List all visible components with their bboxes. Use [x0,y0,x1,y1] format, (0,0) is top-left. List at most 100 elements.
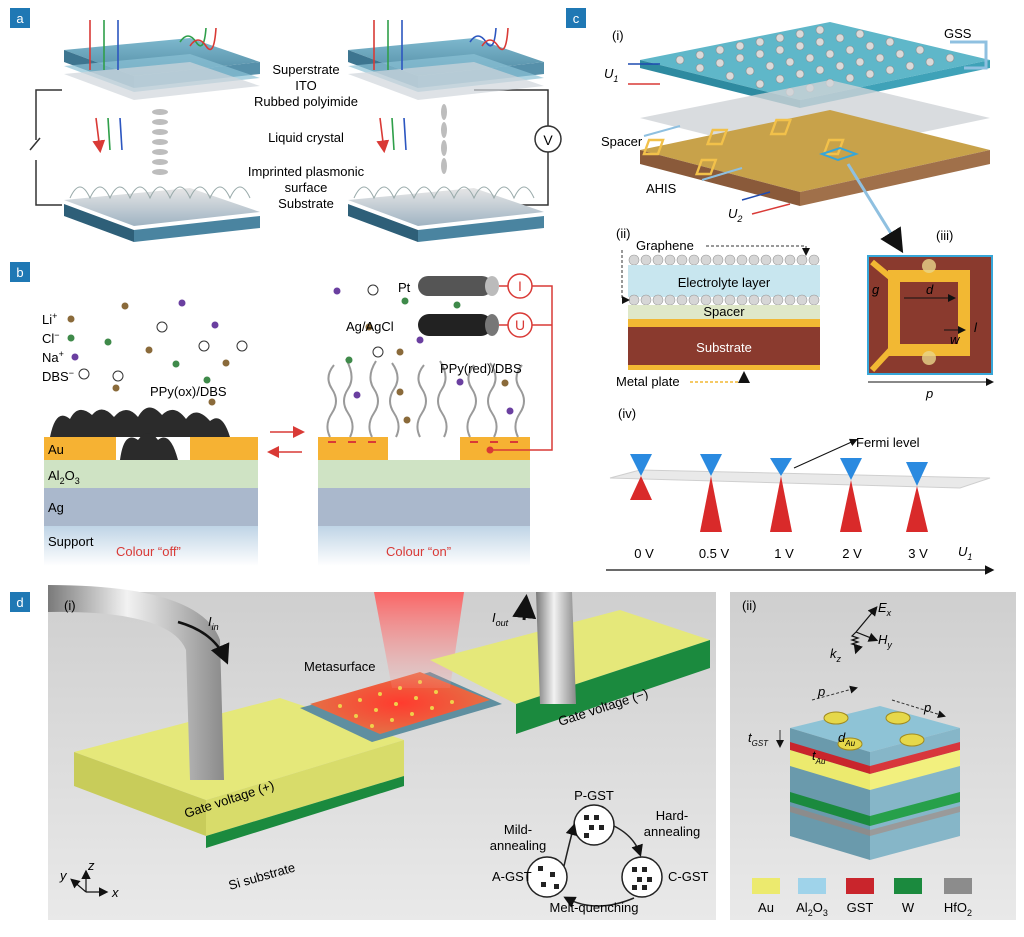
spacer-inner-label: Spacer [703,304,745,319]
probe-in [48,585,224,780]
dim-p1-label: p [817,684,825,699]
panel-a-tag: a [16,11,24,26]
legend-swatch-au [752,878,780,894]
subpanel-c-iii: (iii) [936,228,953,243]
spacer-pointer [643,125,681,137]
substrate-inner-label: Substrate [696,340,752,355]
label-superstrate: Superstrate [272,62,339,77]
legend-label-al2o3: Al2O3 [796,900,828,918]
field-vectors [850,606,879,655]
dim-tau-label: tAu [812,748,826,766]
axis-x-label: x [111,885,119,900]
colour-off-label: Colour “off” [116,544,181,559]
label-liquid-crystal: Liquid crystal [268,130,344,145]
panel-b-tag-box [10,262,30,282]
panel-d: d [10,585,1016,920]
dim-p2-label: p [923,700,931,715]
panel-b: b [10,262,553,566]
melt-quenching-label: Melt-quenching [550,900,639,915]
u2-wire-red [751,203,791,215]
cross-section-ii [621,245,820,383]
layer-ag-label: Ag [48,500,64,515]
layer-support-left [44,526,258,566]
zoom-arrow [846,163,904,254]
xyz-axes [70,869,109,897]
layer-al2o3-right [318,460,530,488]
axis-u1-label: U1 [958,544,972,562]
unit-cell-iii [867,255,994,386]
voltage-label-4: 3 V [908,546,928,561]
spacer-label: Spacer [601,134,643,149]
circuit-wire-left [35,89,62,206]
subpanel-c-ii: (ii) [616,226,630,241]
electrolyte-label: Electrolyte layer [678,275,771,290]
layer-ag-right [318,488,530,526]
subpanel-d-ii: (ii) [742,598,756,613]
legend-swatch-hfo2 [944,878,972,894]
dim-l-label: l [974,320,978,335]
panel-b-tag: b [16,265,23,280]
legend-label-au: Au [758,900,774,915]
dim-tgst-label: tGST [748,730,769,748]
axis-z-label: z [87,858,95,873]
voltmeter-icon [534,125,562,153]
legend-swatch-al2o3 [798,878,826,894]
panel-a: a V [10,8,562,242]
panel-c-tag-box [566,8,586,28]
ammeter-label: I [518,278,522,294]
gate-plus-pad [74,698,404,800]
layer-al2o3-left [44,460,258,488]
label-substrate: Substrate [278,196,334,211]
p-gst-label: P-GST [574,788,614,803]
u2-label: U2 [728,206,742,224]
ppy-ox-label: PPy(ox)/DBS [150,384,227,399]
lc-cell-right [348,20,544,242]
material-legend: Au Al2O3 GST W HfO2 [752,878,972,918]
mild-annealing-2: annealing [490,838,546,853]
colour-on-label: Colour “on” [386,544,451,559]
panel-d-tag-box [10,592,30,612]
u2-wire-blue [741,191,771,201]
voltage-label-1: 0.5 V [699,546,730,561]
circuit-wire-right [474,89,549,206]
dim-g-label: g [872,282,880,297]
probe-out [536,592,576,704]
dim-dau-label: dAu [838,730,856,748]
hard-annealing-1: Hard- [656,808,689,823]
switch [29,137,41,151]
field-h-label: Hy [878,632,892,650]
subpanel-c-i: (i) [612,28,624,43]
a-gst-label: A-GST [492,869,532,884]
voltage-label-2: 1 V [774,546,794,561]
c-gst-label: C-GST [668,869,709,884]
fermi-label: Fermi level [856,435,920,450]
voltage-label-3: 2 V [842,546,862,561]
electrode-pt [418,276,499,296]
a-gst-icon [526,856,568,898]
voltage-label-0: 0 V [634,546,654,561]
ahis-label: AHIS [646,181,677,196]
ppy-red-chains [326,358,525,438]
field-e-label: Ex [878,600,892,618]
legend-swatch-w [894,878,922,894]
ahis-pointer [701,167,743,181]
dim-w-label: w [950,332,961,347]
pt-label: Pt [398,280,411,295]
hard-annealing-2: annealing [644,824,700,839]
current-out-arrow [512,594,537,621]
ammeter-icon [507,273,533,299]
panel-a-tag-box [10,8,30,28]
agagcl-label: Ag/AgCl [346,319,394,334]
subpanel-c-iv: (iv) [618,406,636,421]
subpanel-d-i: (i) [64,598,76,613]
metasurface-dots [338,680,454,728]
ppy-ox-film [50,407,230,460]
ion-li-label: Li+ [42,311,57,327]
lc-cell-left [64,20,260,242]
gss-label: GSS [944,26,972,41]
layer-support-label: Support [48,534,94,549]
graphene-label: Graphene [636,238,694,253]
gst-phase-cycle [526,804,663,908]
label-polyimide: Rubbed polyimide [254,94,358,109]
